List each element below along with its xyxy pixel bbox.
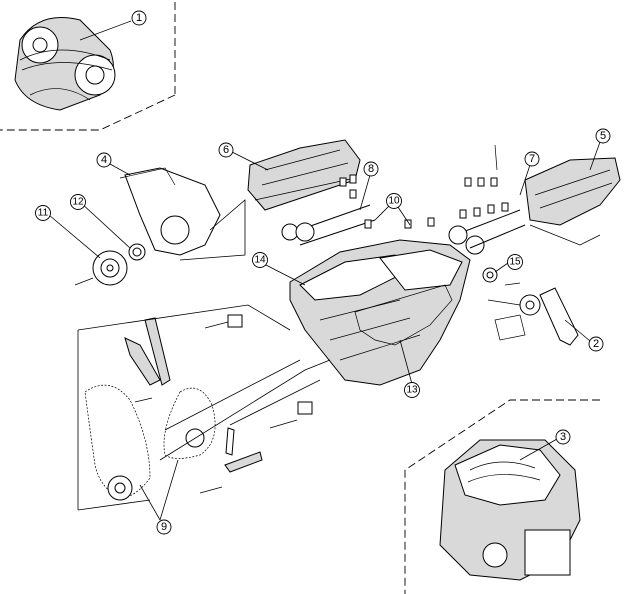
callout-10: 10 <box>386 193 402 209</box>
bolts <box>134 282 521 494</box>
callout-8: 8 <box>363 161 379 177</box>
callout-8-label: 8 <box>368 163 374 175</box>
callout-13-label: 13 <box>406 385 418 396</box>
cam-caps-left <box>339 174 435 229</box>
callout-9-label: 9 <box>161 521 167 533</box>
callout-7: 7 <box>524 151 540 167</box>
callout-14-label: 14 <box>254 255 266 266</box>
callout-11-label: 11 <box>38 208 49 219</box>
timing-cover <box>119 167 246 261</box>
callout-4: 4 <box>96 152 112 168</box>
callout-3: 3 <box>555 429 571 445</box>
callout-6-label: 6 <box>223 144 229 156</box>
callout-13: 13 <box>404 382 420 398</box>
callout-1-label: 1 <box>136 12 142 24</box>
callout-5-label: 5 <box>600 130 606 142</box>
valve-cover-right <box>524 157 621 246</box>
callout-4-label: 4 <box>101 154 107 166</box>
callout-1: 1 <box>131 10 147 26</box>
cam-caps-right <box>459 144 509 219</box>
oil-seal-right <box>482 267 498 283</box>
callout-9: 9 <box>156 519 172 535</box>
valve-cover-left <box>247 139 361 211</box>
callout-15: 15 <box>507 254 523 270</box>
camshaft-right <box>448 209 526 255</box>
callout-10-label: 10 <box>388 196 400 207</box>
head-gasket <box>354 284 453 346</box>
inset-drive-belt <box>0 2 176 131</box>
callout-12: 12 <box>70 194 86 210</box>
chain-guides <box>124 317 263 473</box>
callout-2: 2 <box>588 336 604 352</box>
callout-12-label: 12 <box>72 197 84 208</box>
callout-5: 5 <box>595 128 611 144</box>
front-oil-seal <box>128 243 146 261</box>
callout-14: 14 <box>252 252 268 268</box>
chain-tensioner <box>227 314 313 415</box>
cylinder-block <box>289 239 471 386</box>
camshaft-left <box>281 204 376 246</box>
timing-chain <box>84 384 216 501</box>
crankshaft-pulley <box>74 250 128 286</box>
pump-belt <box>487 287 579 346</box>
inset-engine-assembly <box>404 399 600 594</box>
callout-3-label: 3 <box>560 431 566 443</box>
assembly-lines <box>77 304 331 511</box>
callout-7-label: 7 <box>529 153 535 165</box>
callout-2-label: 2 <box>593 338 599 350</box>
callout-11: 11 <box>35 205 51 221</box>
callout-leaders <box>48 20 601 521</box>
callout-15-label: 15 <box>509 257 521 268</box>
callout-6: 6 <box>218 142 234 158</box>
